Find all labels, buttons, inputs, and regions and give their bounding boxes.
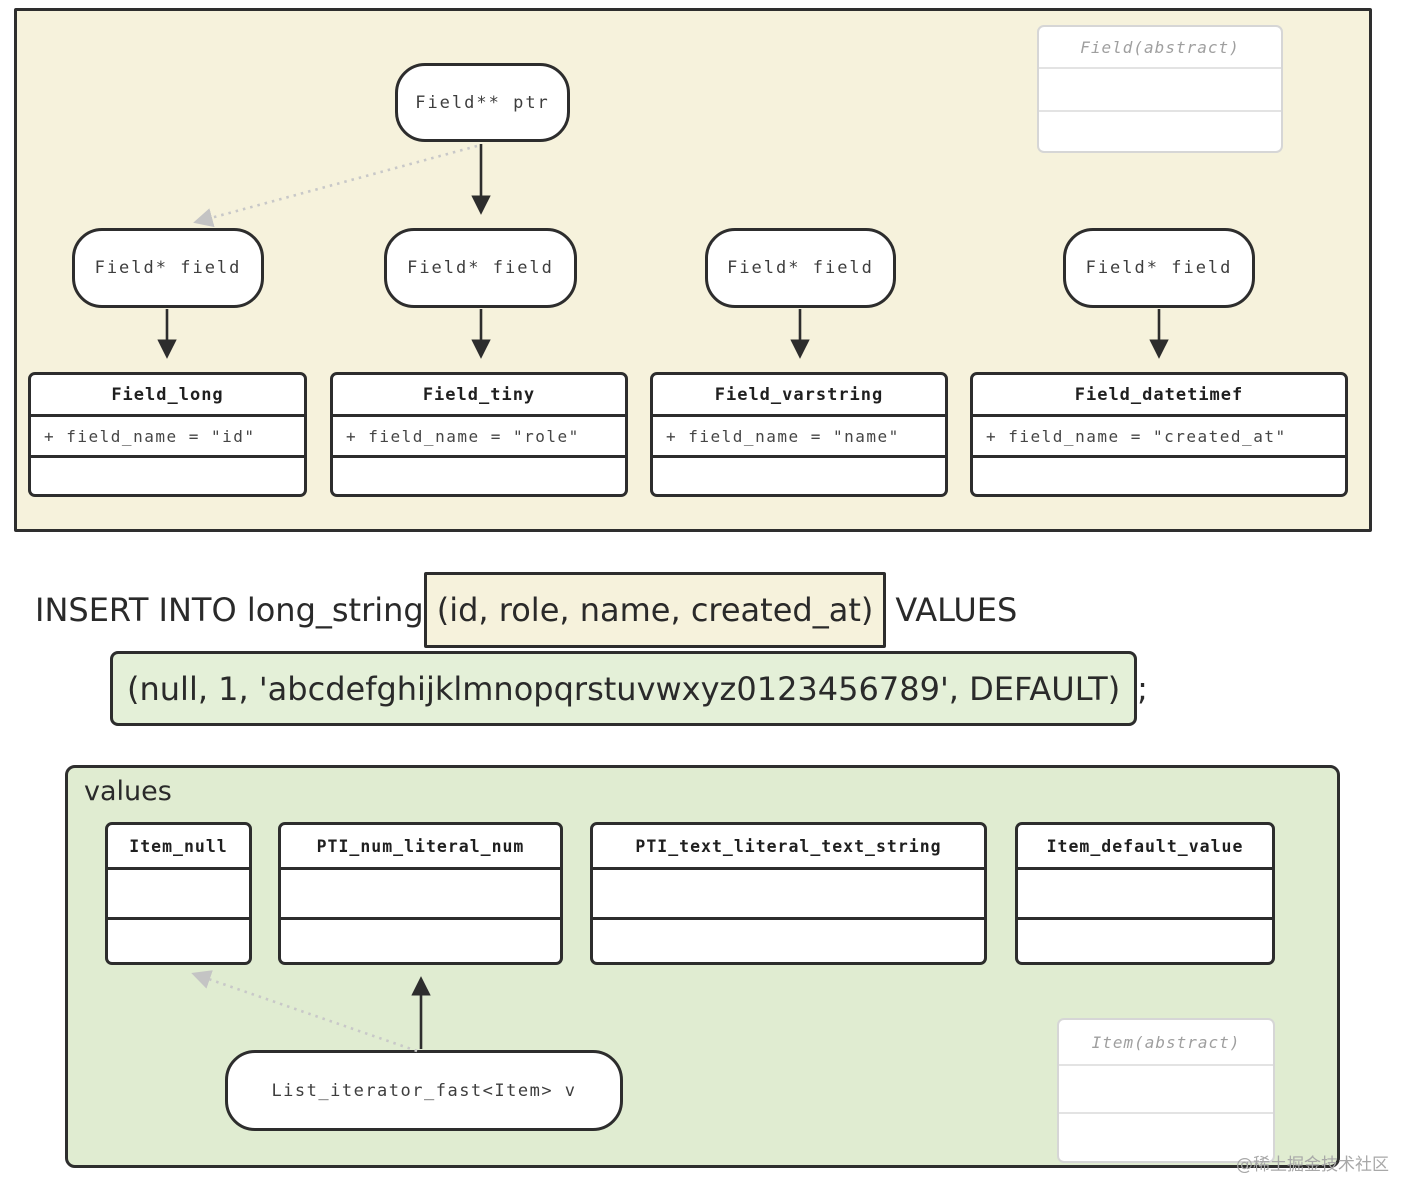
class-box-field-long: Field_long + field_name = "id" xyxy=(28,372,307,497)
item-abstract-class-box: Item(abstract) xyxy=(1057,1018,1275,1163)
class-title: Item_default_value xyxy=(1018,825,1272,870)
sql-values-keyword: VALUES xyxy=(895,591,1018,629)
field-node-1-label: Field* field xyxy=(94,258,242,278)
class-box-item-null: Item_null xyxy=(105,822,252,965)
class-attribute: + field_name = "name" xyxy=(653,417,945,458)
field-node-3: Field* field xyxy=(705,228,896,308)
sql-terminator: ; xyxy=(1137,669,1148,708)
sql-prefix: INSERT INTO long_string xyxy=(35,591,424,629)
class-attribute: + field_name = "created_at" xyxy=(973,417,1345,458)
sql-columns-highlight-box: (id, role, name, created_at) xyxy=(423,572,887,648)
class-row-empty xyxy=(1059,1066,1273,1114)
sql-columns-text: (id, role, name, created_at) xyxy=(436,591,874,629)
class-row-empty xyxy=(653,458,945,494)
class-title: Field_datetimef xyxy=(973,375,1345,417)
class-row-empty xyxy=(31,458,304,494)
class-box-field-varstring: Field_varstring + field_name = "name" xyxy=(650,372,948,497)
list-iterator-node-label: List_iterator_fast<Item> v xyxy=(271,1080,577,1101)
field-node-4: Field* field xyxy=(1063,228,1255,308)
class-title: Field_long xyxy=(31,375,304,417)
field-node-2: Field* field xyxy=(384,228,577,308)
class-row-empty xyxy=(593,920,984,962)
class-box-field-tiny: Field_tiny + field_name = "role" xyxy=(330,372,628,497)
field-ptr-node-label: Field** ptr xyxy=(415,92,550,113)
class-box-item-default-value: Item_default_value xyxy=(1015,822,1275,965)
field-node-4-label: Field* field xyxy=(1085,258,1233,278)
class-title: PTI_num_literal_num xyxy=(281,825,560,870)
class-row-empty xyxy=(108,920,249,962)
class-attribute: + field_name = "id" xyxy=(31,417,304,458)
field-abstract-class-title: Field(abstract) xyxy=(1039,27,1281,69)
list-iterator-node: List_iterator_fast<Item> v xyxy=(225,1050,623,1131)
sql-statement-line2: (null, 1, 'abcdefghijklmnopqrstuvwxyz012… xyxy=(110,651,1148,726)
field-abstract-class-box: Field(abstract) xyxy=(1037,25,1283,153)
class-attribute: + field_name = "role" xyxy=(333,417,625,458)
class-title: Field_tiny xyxy=(333,375,625,417)
class-box-field-datetimef: Field_datetimef + field_name = "created_… xyxy=(970,372,1348,497)
class-row-empty xyxy=(1039,112,1281,151)
sql-values-text: (null, 1, 'abcdefghijklmnopqrstuvwxyz012… xyxy=(127,669,1121,708)
class-row-empty xyxy=(281,920,560,962)
field-node-1: Field* field xyxy=(72,228,264,308)
values-panel-label: values xyxy=(84,776,172,807)
item-abstract-class-title: Item(abstract) xyxy=(1059,1020,1273,1066)
class-row-empty xyxy=(1039,69,1281,112)
field-ptr-node: Field** ptr xyxy=(395,63,570,142)
class-box-pti-text-literal-text-string: PTI_text_literal_text_string xyxy=(590,822,987,965)
sql-statement-line1: INSERT INTO long_string (id, role, name,… xyxy=(35,572,1017,648)
class-box-pti-num-literal-num: PTI_num_literal_num xyxy=(278,822,563,965)
class-row-empty xyxy=(1018,870,1272,920)
field-node-3-label: Field* field xyxy=(727,258,874,278)
class-title: Field_varstring xyxy=(653,375,945,417)
class-row-empty xyxy=(108,870,249,920)
watermark-text: @稀土掘金技术社区 xyxy=(1236,1155,1389,1175)
class-title: Item_null xyxy=(108,825,249,870)
class-row-empty xyxy=(333,458,625,494)
class-title: PTI_text_literal_text_string xyxy=(593,825,984,870)
class-row-empty xyxy=(593,870,984,920)
class-row-empty xyxy=(973,458,1345,494)
field-node-2-label: Field* field xyxy=(407,258,554,278)
class-row-empty xyxy=(1018,920,1272,962)
class-row-empty xyxy=(281,870,560,920)
sql-values-highlight-box: (null, 1, 'abcdefghijklmnopqrstuvwxyz012… xyxy=(110,651,1138,726)
